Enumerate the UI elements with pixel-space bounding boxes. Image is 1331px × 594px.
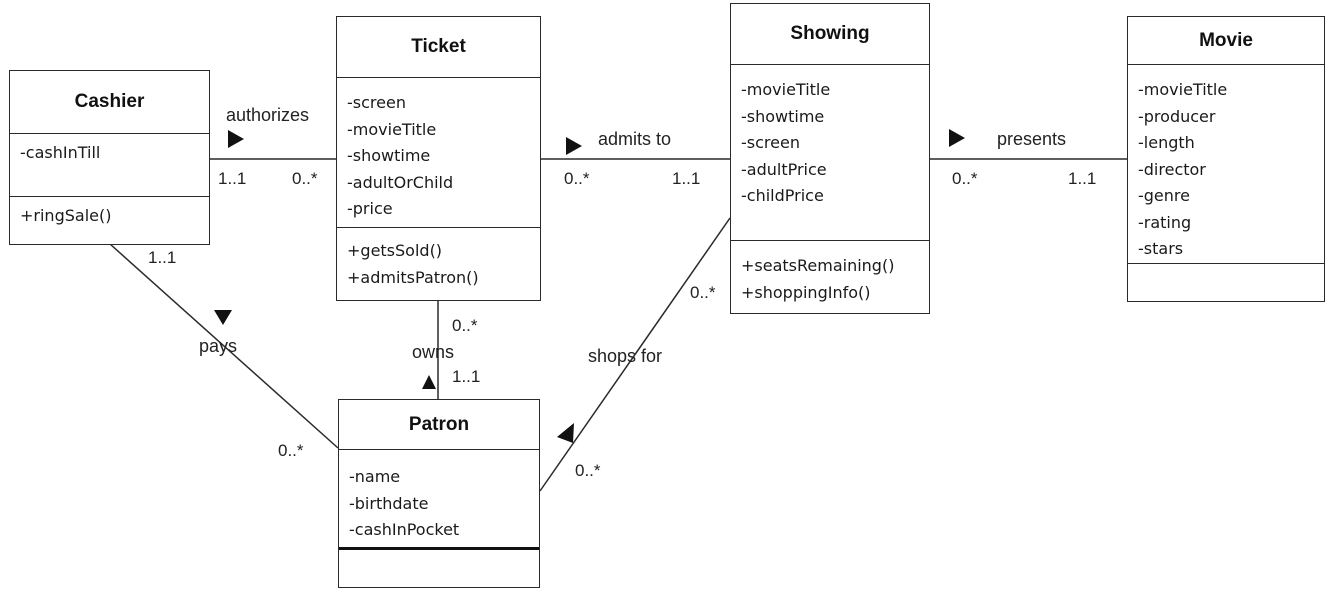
shops-for-line — [539, 217, 731, 492]
multiplicity-admits-to-showing: 1..1 — [672, 169, 701, 188]
multiplicity-shops-for-showing: 0..* — [690, 283, 716, 302]
owns-arrow-icon — [422, 375, 436, 389]
attribute: -screen — [347, 93, 406, 112]
admits-to-arrow-icon — [566, 137, 582, 155]
attribute: -adultOrChild — [347, 172, 454, 192]
association-label-authorizes: authorizes — [226, 105, 310, 125]
attribute: -producer — [1138, 106, 1216, 126]
class-showing[interactable]: Showing -movieTitle -showtime -screen -a… — [730, 3, 930, 314]
association-label-owns: owns — [412, 342, 455, 362]
attribute-list: -movieTitle -showtime -screen -adultPric… — [731, 65, 929, 241]
attribute: -cashInPocket — [349, 520, 460, 539]
pays-arrow-icon — [214, 310, 232, 325]
multiplicity-owns-patron: 1..1 — [452, 367, 481, 386]
attribute: -genre — [1138, 186, 1190, 205]
association-label-shops-for: shops for — [588, 346, 663, 366]
class-name: Ticket — [337, 17, 540, 78]
attribute-list: -movieTitle -producer -length -director … — [1128, 65, 1324, 264]
class-name: Showing — [731, 4, 929, 65]
operation-list: +seatsRemaining() +shoppingInfo() — [731, 241, 929, 306]
association-label-presents: presents — [997, 129, 1067, 149]
pays-line — [109, 243, 339, 449]
multiplicity-owns-ticket: 0..* — [452, 316, 478, 335]
presents-arrow-icon — [949, 129, 965, 147]
operation: +ringSale() — [20, 206, 112, 225]
operation: +getsSold() — [347, 241, 443, 260]
multiplicity-pays-patron: 0..* — [278, 441, 304, 460]
operation: +shoppingInfo() — [741, 282, 871, 302]
class-name: Movie — [1128, 17, 1324, 65]
attribute: -screen — [741, 133, 800, 152]
authorizes-arrow-icon — [228, 130, 244, 148]
operation-list: +getsSold() +admitsPatron() — [337, 228, 540, 291]
multiplicity-authorizes-ticket: 0..* — [292, 169, 318, 188]
class-cashier[interactable]: Cashier -cashInTill +ringSale() — [9, 70, 210, 245]
class-movie[interactable]: Movie -movieTitle -producer -length -dir… — [1127, 16, 1325, 302]
attribute: -movieTitle — [347, 119, 437, 139]
attribute: -birthdate — [349, 493, 429, 513]
attribute: -stars — [1138, 239, 1184, 258]
operation-list — [1128, 264, 1324, 270]
operation: +seatsRemaining() — [741, 256, 895, 275]
shops-for-arrow-icon — [557, 423, 574, 443]
operation: +admitsPatron() — [347, 267, 479, 287]
attribute: -movieTitle — [741, 80, 831, 99]
multiplicity-presents-showing: 0..* — [952, 169, 978, 188]
multiplicity-pays-cashier: 1..1 — [148, 248, 177, 267]
attribute: -rating — [1138, 212, 1192, 232]
attribute: -director — [1138, 159, 1206, 179]
class-patron[interactable]: Patron -name -birthdate -cashInPocket — [338, 399, 540, 588]
association-label-admits-to: admits to — [598, 129, 672, 149]
attribute: -showtime — [741, 106, 825, 126]
attribute: -childPrice — [741, 186, 824, 205]
multiplicity-admits-to-ticket: 0..* — [564, 169, 590, 188]
attribute: -length — [1138, 133, 1195, 152]
attribute-list: -cashInTill — [10, 134, 209, 197]
attribute-list: -name -birthdate -cashInPocket — [339, 450, 539, 550]
class-ticket[interactable]: Ticket -screen -movieTitle -showtime -ad… — [336, 16, 541, 301]
attribute-list: -screen -movieTitle -showtime -adultOrCh… — [337, 78, 540, 228]
attribute: -movieTitle — [1138, 80, 1228, 99]
attribute: -name — [349, 467, 401, 486]
association-label-pays: pays — [199, 336, 238, 356]
multiplicity-presents-movie: 1..1 — [1068, 169, 1097, 188]
class-name: Patron — [339, 400, 539, 450]
operation-list: +ringSale() — [10, 197, 209, 230]
attribute: -showtime — [347, 146, 431, 165]
multiplicity-shops-for-patron: 0..* — [575, 461, 601, 480]
class-name: Cashier — [10, 71, 209, 134]
operation-list — [339, 550, 539, 556]
attribute: -adultPrice — [741, 159, 827, 179]
attribute: -cashInTill — [20, 143, 101, 162]
attribute: -price — [347, 199, 393, 218]
multiplicity-authorizes-cashier: 1..1 — [218, 169, 247, 188]
